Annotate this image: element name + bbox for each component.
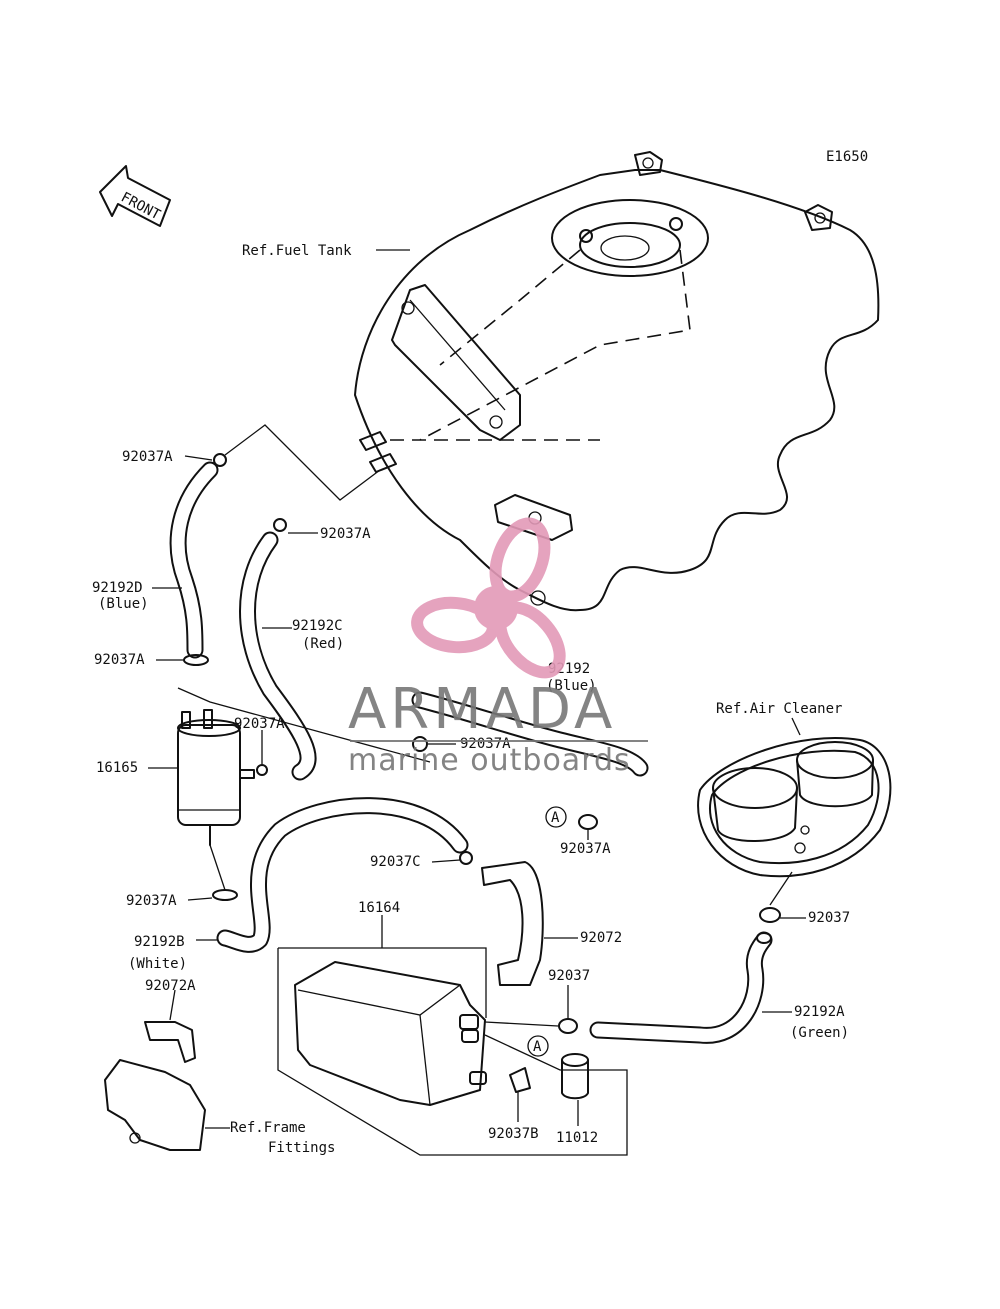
clamp-92037-1 [759, 907, 781, 923]
label-92037c: 92037C [370, 854, 421, 870]
label-92192d: 92192D [92, 580, 143, 596]
clamp-92037-2 [558, 1018, 578, 1034]
fuel-filter-16165 [177, 709, 255, 846]
label-92037a-4: 92037A [234, 716, 285, 732]
front-arrow-icon: FRONT [99, 165, 171, 227]
air-cleaner-outline [697, 737, 892, 878]
clamp-92037b [509, 1067, 531, 1093]
marker-a-bottom [527, 1035, 549, 1057]
label-92037a-1: 92037A [122, 449, 173, 465]
label-92192a-color: (Green) [790, 1025, 849, 1041]
label-92037a-7: 92037A [126, 893, 177, 909]
label-92037-2: 92037 [548, 968, 590, 984]
label-92072: 92072 [580, 930, 622, 946]
label-92192d-color: (Blue) [98, 596, 149, 612]
label-ref-frame-fittings: Fittings [268, 1140, 335, 1156]
clamp-92037a-1 [213, 453, 227, 467]
leader-92192d-route [224, 424, 381, 501]
watermark-brand: ARMADA [348, 677, 616, 742]
marker-a-top [545, 806, 567, 828]
label-92037-1: 92037 [808, 910, 850, 926]
label-ref-frame: Ref.Frame [230, 1120, 306, 1136]
frame-fitting-outline [104, 1059, 206, 1151]
front-arrow-label: FRONT [118, 189, 163, 223]
label-92192b: 92192B [134, 934, 185, 950]
label-16164: 16164 [358, 900, 400, 916]
watermark-tagline: marine outboards [348, 743, 631, 778]
label-92037a-2: 92037A [94, 652, 145, 668]
canister-16164 [294, 961, 487, 1106]
label-92037b: 92037B [488, 1126, 539, 1142]
label-ref-air-cleaner: Ref.Air Cleaner [716, 701, 842, 717]
bracket-92072 [481, 861, 544, 986]
fuel-tank-outline [354, 151, 880, 612]
label-92192c-color: (Red) [302, 636, 344, 652]
svg-text:A: A [551, 810, 560, 826]
label-92037a-6: 92037A [560, 841, 611, 857]
cap-11012 [561, 1053, 589, 1100]
clamp-92037a-4 [256, 764, 268, 776]
label-ref-fuel-tank: Ref.Fuel Tank [242, 243, 352, 259]
svg-text:A: A [533, 1039, 542, 1055]
armada-watermark: ARMADA marine outboards [348, 517, 648, 778]
label-92192-color: (Blue) [546, 678, 597, 694]
label-92037a-3: 92037A [320, 526, 371, 542]
label-92192b-color: (White) [128, 956, 187, 972]
label-92072a: 92072A [145, 978, 196, 994]
clamp-92037a-5 [412, 736, 428, 752]
clamp-92037a-6 [578, 814, 598, 830]
clamp-92037a-7 [212, 889, 238, 901]
label-92192a: 92192A [794, 1004, 845, 1020]
label-11012: 11012 [556, 1130, 598, 1146]
clamp-92037c [459, 851, 473, 865]
diagram-code: E1650 [826, 149, 868, 165]
band-92072a [144, 1021, 196, 1063]
clamp-92037a-3 [273, 518, 287, 532]
label-92192c: 92192C [292, 618, 343, 634]
label-16165: 16165 [96, 760, 138, 776]
propeller-logo-icon [411, 517, 566, 679]
